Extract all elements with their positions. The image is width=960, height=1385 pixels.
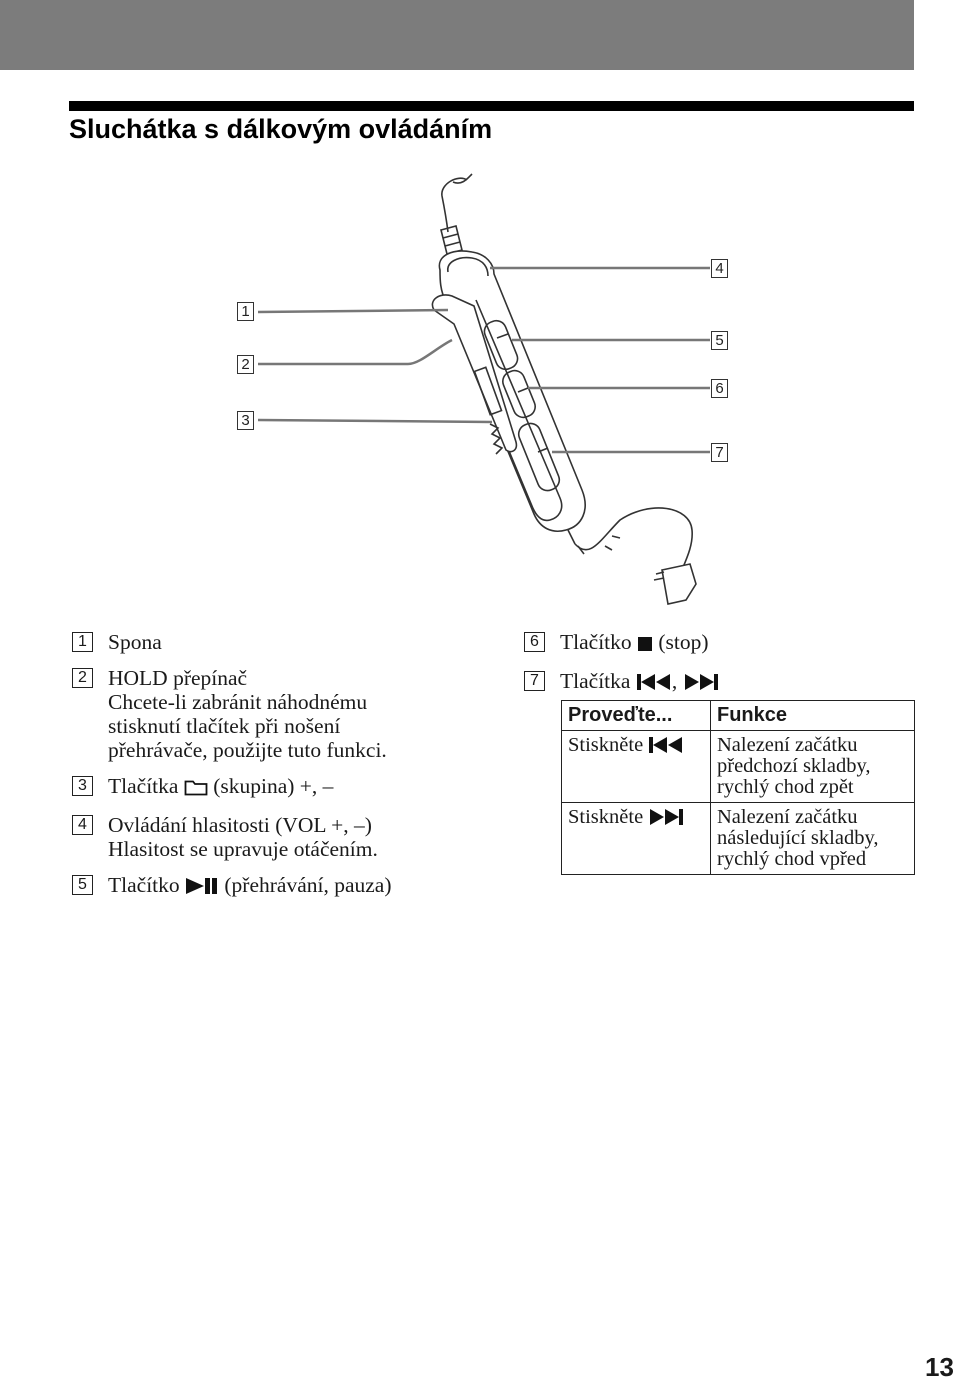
section-rule	[69, 101, 914, 111]
legend-text: (skupina) +, –	[213, 774, 334, 798]
next-track-icon	[683, 672, 719, 696]
legend-number: 6	[524, 632, 545, 652]
legend-subtext: Chcete-li zabránit náhodnému	[108, 690, 368, 714]
legend-text: Tlačítka	[108, 774, 179, 798]
action-text: Stiskněte	[568, 806, 644, 828]
header-bar	[0, 0, 914, 70]
prev-track-icon	[636, 672, 672, 696]
legend-item-6: 6 Tlačítko (stop)	[524, 630, 924, 657]
function-table: Proveďte... Funkce Stiskněte Nalezení za…	[561, 700, 915, 875]
legend-item-7: 7 Tlačítka ,	[524, 669, 924, 696]
legend-subtext: Hlasitost se upravuje otáčením.	[108, 837, 378, 861]
table-row: Stiskněte Nalezení začátku následující s…	[561, 802, 915, 875]
legend-number: 1	[72, 632, 93, 652]
legend-right: 6 Tlačítko (stop) 7 Tlačítka ,	[524, 630, 924, 696]
legend-number: 5	[72, 875, 93, 895]
column-header-function: Funkce	[710, 700, 915, 731]
legend-subtext: přehrávače, použijte tuto funkci.	[108, 738, 387, 762]
legend-text: (přehrávání, pauza)	[224, 873, 392, 897]
device-illustration: 1 2 3 4 5 6 7	[0, 160, 960, 620]
next-track-icon	[648, 808, 684, 831]
legend-item-2: 2 HOLD přepínač	[72, 666, 512, 690]
play-pause-icon	[185, 876, 219, 900]
legend-text: Spona	[108, 630, 162, 654]
legend-text: HOLD přepínač	[108, 666, 248, 690]
prev-track-icon	[648, 736, 684, 759]
page-title: Sluchátka s dálkovým ovládáním	[69, 114, 493, 144]
legend-text: ,	[671, 669, 678, 693]
legend-item-4: 4 Ovládání hlasitosti (VOL +, –)	[72, 813, 512, 837]
folder-icon	[184, 777, 208, 801]
legend-text: (stop)	[658, 630, 709, 654]
table-row: Stiskněte Nalezení začátku předchozí skl…	[561, 730, 915, 803]
legend-item-1: 1 Spona	[72, 630, 512, 654]
legend-text: Tlačítko	[560, 630, 632, 654]
table-cell-action: Stiskněte	[561, 802, 711, 875]
legend-number: 2	[72, 668, 93, 688]
callout-7: 7	[711, 443, 728, 462]
callout-5: 5	[711, 331, 728, 350]
legend-number: 3	[72, 776, 93, 796]
legend-number: 4	[72, 815, 93, 835]
column-header-action: Proveďte...	[561, 700, 711, 731]
callout-3: 3	[237, 411, 254, 430]
table-cell-action: Stiskněte	[561, 730, 711, 803]
remote-control-drawing	[257, 173, 710, 605]
legend-text: Ovládání hlasitosti (VOL +, –)	[108, 813, 372, 837]
table-header-row: Proveďte... Funkce	[561, 700, 915, 731]
action-text: Stiskněte	[568, 734, 644, 756]
callout-1: 1	[237, 302, 254, 321]
callout-2: 2	[237, 355, 254, 374]
callout-6: 6	[711, 379, 728, 398]
legend-number: 7	[524, 671, 545, 691]
legend-left: 1 Spona 2 HOLD přepínač Chcete-li zabrán…	[72, 630, 512, 900]
legend-subtext: stisknutí tlačítek při nošení	[108, 714, 341, 738]
stop-icon	[637, 633, 653, 657]
legend-text: Tlačítko	[108, 873, 180, 897]
page-number: 13	[925, 1352, 954, 1382]
legend-item-3: 3 Tlačítka (skupina) +, –	[72, 774, 512, 801]
legend-item-5: 5 Tlačítko (přehrávání, pauza)	[72, 873, 512, 900]
table-cell-function: Nalezení začátku následující skladby, ry…	[710, 802, 915, 875]
callout-4: 4	[711, 259, 728, 278]
table-cell-function: Nalezení začátku předchozí skladby, rych…	[710, 730, 915, 803]
legend-text: Tlačítka	[560, 669, 631, 693]
